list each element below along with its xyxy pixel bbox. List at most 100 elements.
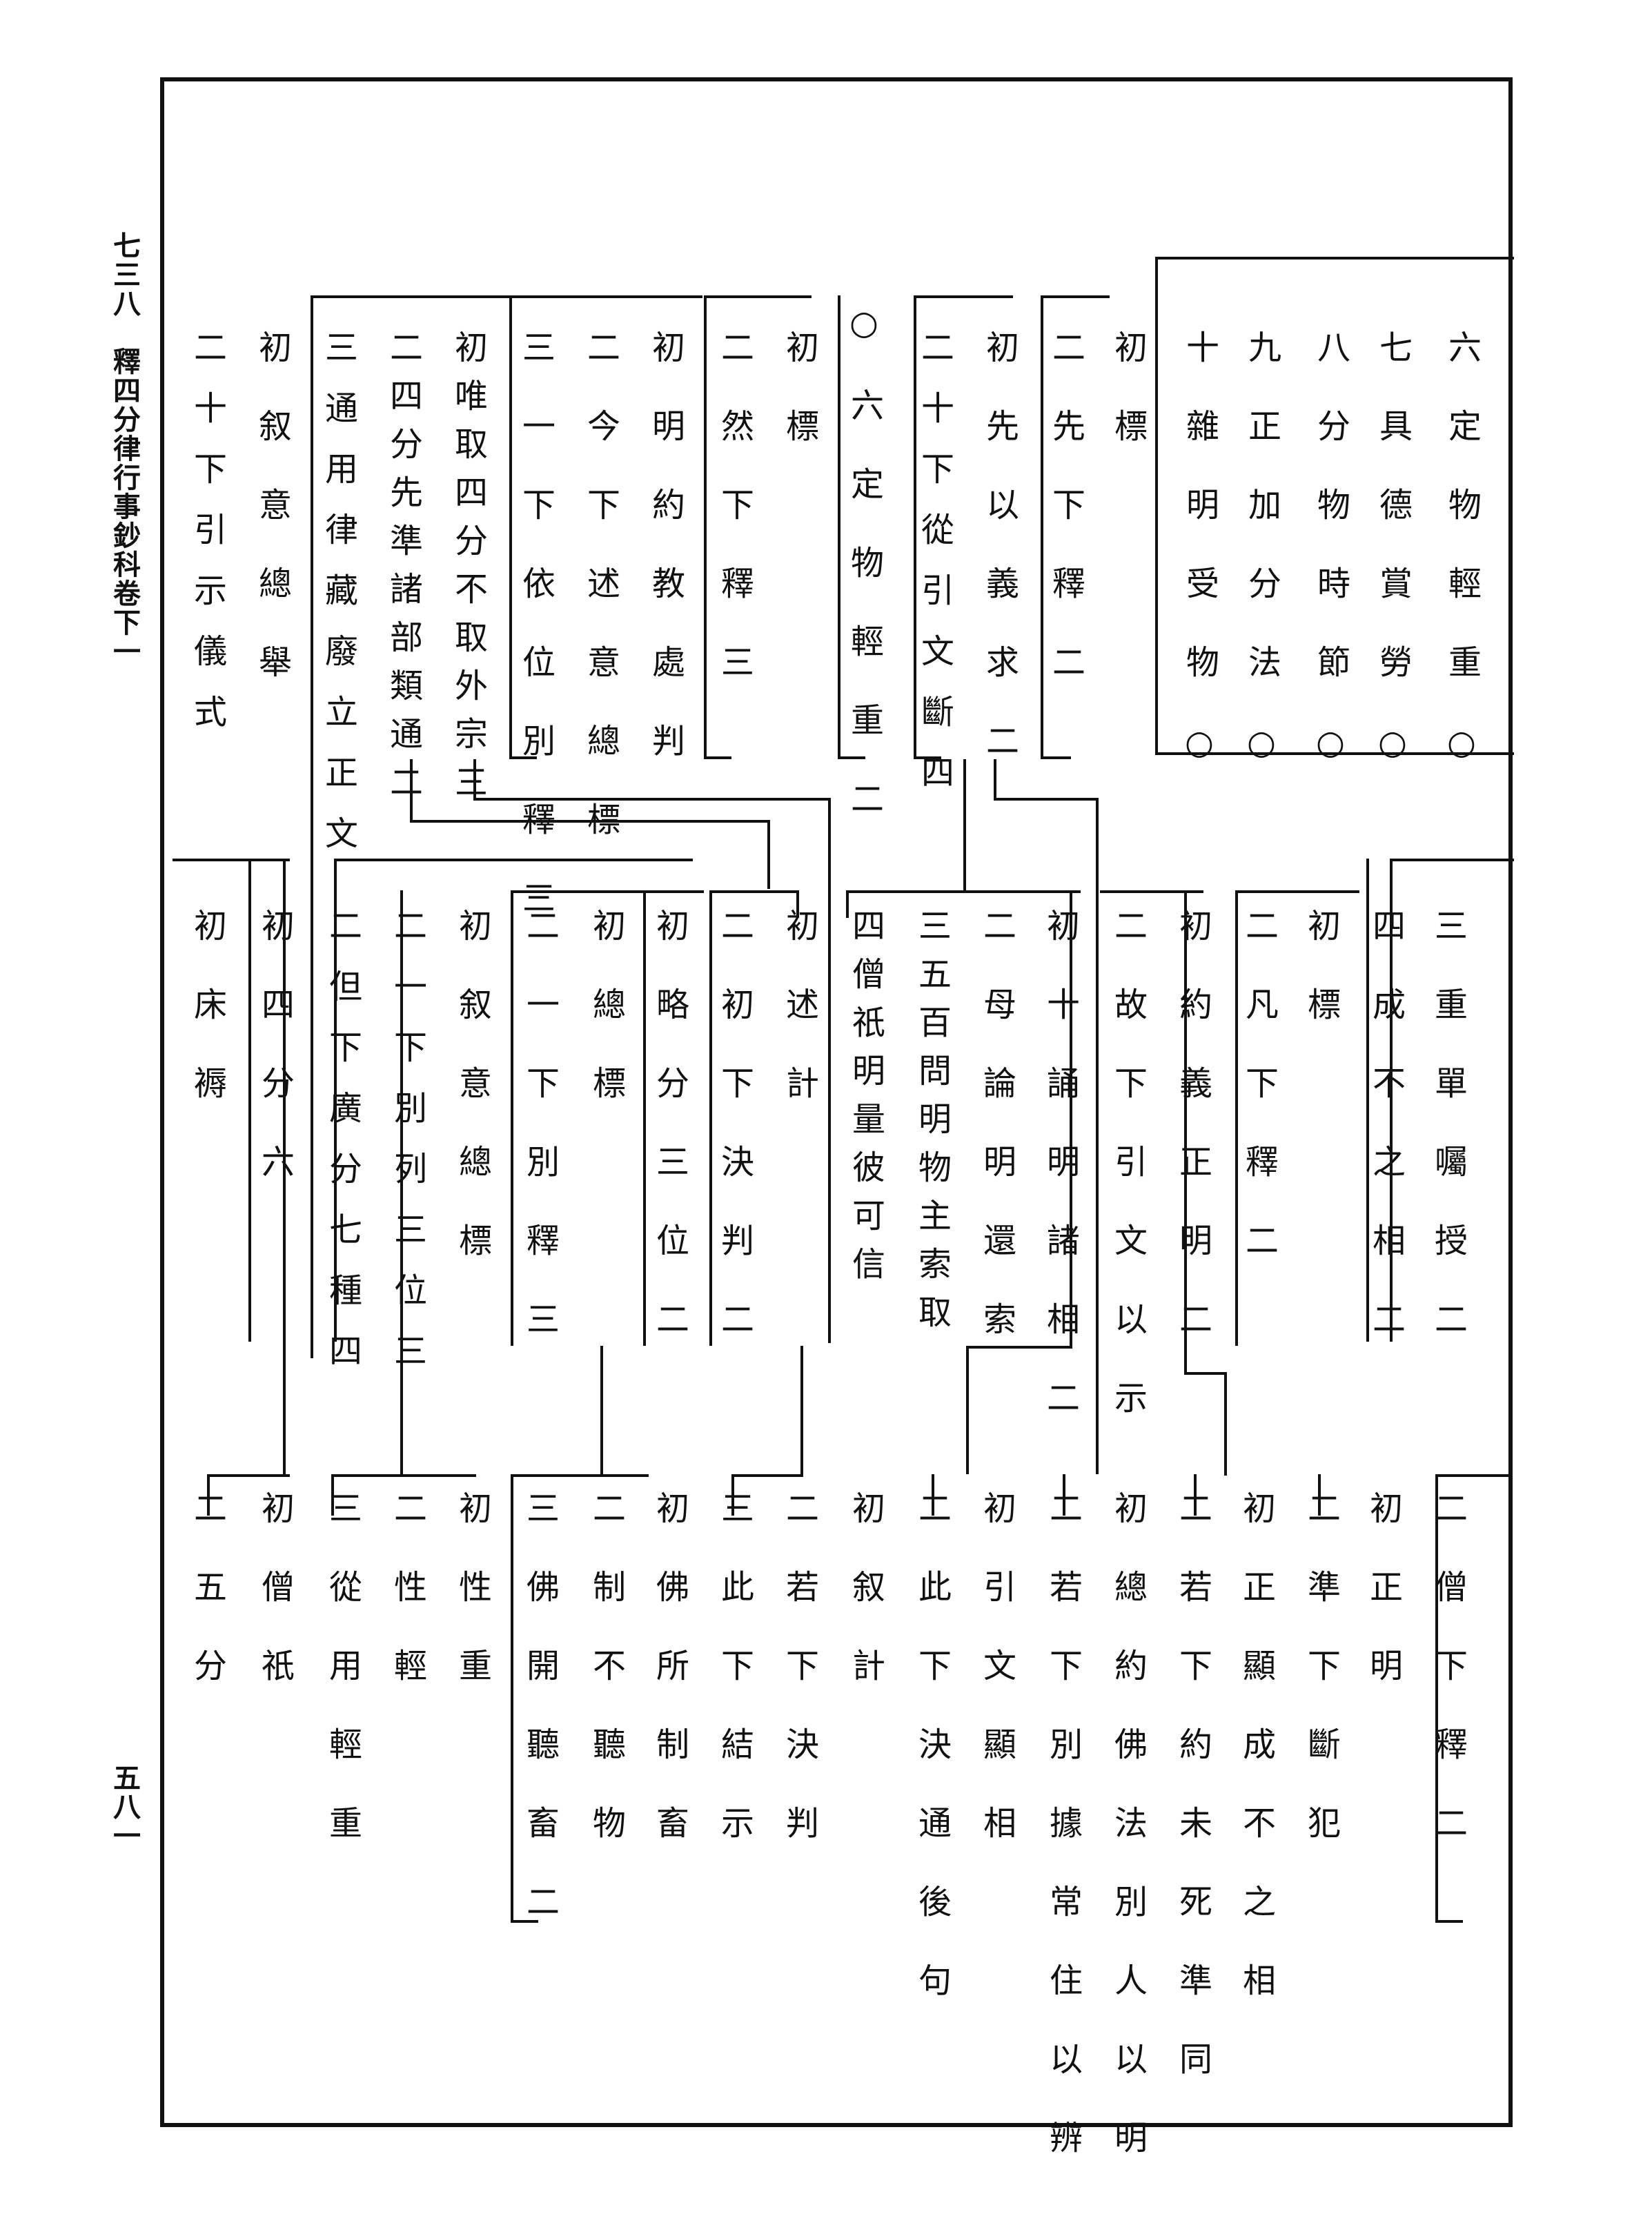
outline-entry: 二但下廣分七種四 <box>323 908 362 1394</box>
bracket-line <box>400 890 403 1474</box>
outline-entry: 初述計 <box>780 908 818 1144</box>
outline-entry: 四成不之相二 <box>1366 908 1405 1380</box>
page-frame <box>160 77 1513 2127</box>
bracket-line <box>838 756 865 759</box>
bracket-line <box>1435 1474 1438 1923</box>
outline-entry: 二一下別釋三 <box>520 908 559 1380</box>
bracket-line <box>1096 798 1099 1474</box>
outline-entry: 二然下釋三 <box>715 330 754 723</box>
bracket-line <box>311 295 509 298</box>
bracket-line <box>704 295 707 758</box>
bracket-line <box>914 756 941 759</box>
outline-entry: 二故下引文以示 <box>1108 908 1147 1459</box>
outline-entry: 初略分三位二 <box>650 908 689 1380</box>
bracket-line <box>767 820 770 889</box>
bracket-line <box>994 798 1097 801</box>
outline-entry: 九正加分法○ <box>1242 330 1281 807</box>
bracket-line <box>509 295 702 298</box>
page-header: 七三八 釋四分律行事鈔科卷下一 <box>108 231 141 666</box>
outline-entry: 二若下別據常住以辨 <box>1043 1491 1082 2199</box>
bracket-line <box>1041 756 1071 759</box>
bracket-line <box>207 1474 290 1477</box>
page-number: 五八一 <box>108 1763 141 1850</box>
bracket-line <box>509 756 537 759</box>
outline-entry: 二四分先準諸部類通二 <box>384 330 422 813</box>
bracket-line <box>914 295 1013 298</box>
bracket-line <box>334 859 693 861</box>
outline-entry: 初引文顯相 <box>977 1491 1016 1884</box>
bracket-line <box>511 1474 513 1923</box>
bracket-line <box>709 890 712 1346</box>
outline-entry: 初約義正明二 <box>1173 908 1212 1380</box>
bracket-line <box>331 1474 469 1477</box>
bracket-line <box>1155 752 1514 755</box>
outline-entry: 二若下決判 <box>780 1491 818 1884</box>
bracket-line <box>1235 890 1238 1346</box>
outline-entry: 二先下釋二 <box>1046 330 1085 723</box>
outline-entry: 初叙意總舉 <box>253 330 291 723</box>
bracket-line <box>1194 1474 1197 1516</box>
bracket-line <box>473 759 476 801</box>
outline-entry: 初明約教處判 <box>646 330 685 802</box>
outline-entry: 八分物時節○ <box>1311 330 1350 807</box>
bracket-line <box>704 756 731 759</box>
outline-entry: 三一下依位別釋三 <box>516 330 555 959</box>
bracket-line <box>283 859 286 1474</box>
bracket-line <box>410 820 769 823</box>
outline-entry: 三此下結示 <box>715 1491 754 1884</box>
outline-entry: 初總約佛法別人以明 <box>1108 1491 1147 2199</box>
bracket-line <box>731 1474 734 1516</box>
outline-entry: 三通用律藏廢立正文 <box>319 330 357 877</box>
outline-entry: 初僧祇 <box>255 1491 294 1727</box>
bracket-line <box>511 1474 649 1477</box>
outline-entry: 二初下決判二 <box>715 908 754 1380</box>
bracket-line <box>734 1474 803 1477</box>
outline-entry: 初性重 <box>453 1491 491 1727</box>
outline-entry: 二此下決通後句 <box>912 1491 951 2042</box>
bracket-line <box>838 295 840 758</box>
bracket-line <box>1155 257 1158 754</box>
bracket-line <box>1390 859 1393 1342</box>
outline-entry: 初標 <box>780 330 818 487</box>
bracket-line <box>600 1346 603 1474</box>
bracket-line <box>1318 1474 1321 1516</box>
outline-entry: 十雜明受物○ <box>1180 330 1219 807</box>
outline-entry: 三佛開聽畜二 <box>520 1491 559 1963</box>
outline-entry: 二十下引示儀式 <box>188 330 226 755</box>
bracket-line <box>1184 1372 1226 1375</box>
bracket-line <box>966 1346 1072 1349</box>
outline-entry: 二若下約未死準同 <box>1173 1491 1212 2120</box>
outline-entry: 三五百問明物主索取 <box>912 908 951 1343</box>
bracket-line <box>709 890 796 893</box>
outline-entry: 二今下述意總標 <box>581 330 620 881</box>
bracket-line <box>1390 859 1514 861</box>
outline-entry: 二凡下釋二 <box>1239 908 1278 1302</box>
outline-entry: 二性輕 <box>388 1491 426 1727</box>
outline-entry: 二五分 <box>188 1491 226 1727</box>
outline-entry: 三重單囑授二 <box>1428 908 1467 1380</box>
bracket-line <box>311 295 313 1358</box>
outline-entry: 二母論明還索 <box>977 908 1016 1380</box>
bracket-line <box>511 890 704 893</box>
bracket-line <box>1155 257 1514 260</box>
outline-entry: 初正顯成不之相 <box>1237 1491 1275 2042</box>
outline-entry: 七具德賞勞○ <box>1373 330 1412 807</box>
bracket-line <box>173 859 290 861</box>
outline-entry: 二制不聽物 <box>587 1491 625 1884</box>
bracket-line <box>248 859 251 1342</box>
bracket-line <box>511 1920 538 1923</box>
bracket-line <box>1224 1372 1227 1476</box>
outline-entry: 三從用輕重 <box>323 1491 362 1884</box>
bracket-line <box>932 1474 934 1516</box>
outline-entry: 二準下斷犯 <box>1301 1491 1340 1884</box>
bracket-line <box>1041 295 1110 298</box>
outline-entry: 初十誦明諸相二 <box>1041 908 1079 1459</box>
outline-entry: 初床褥 <box>188 908 226 1144</box>
outline-entry: 二一下別列三位三 <box>388 908 426 1394</box>
outline-entry: 初正明 <box>1364 1491 1402 1727</box>
outline-entry: 四僧祇明量彼可信 <box>846 908 885 1295</box>
outline-entry: 初標 <box>1301 908 1340 1066</box>
bracket-line <box>914 295 916 758</box>
outline-entry: 初總標 <box>587 908 625 1144</box>
bracket-line <box>1366 859 1369 1342</box>
